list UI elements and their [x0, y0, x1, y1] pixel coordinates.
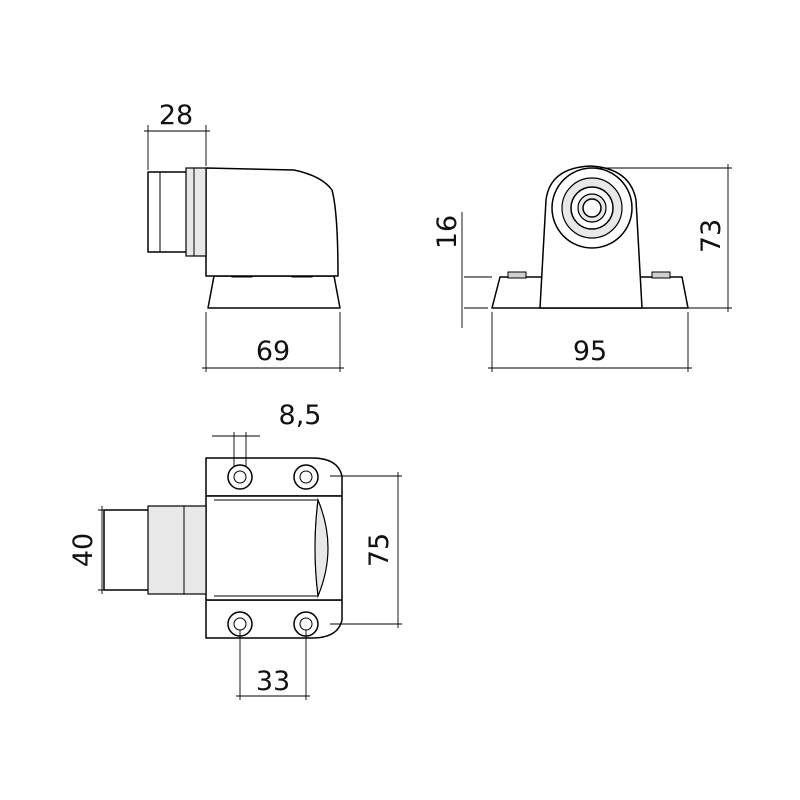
dim-front-base-height: 16: [432, 215, 463, 249]
dim-top-bumper-width: 40: [68, 533, 99, 567]
dim-top-total-length: 75: [364, 533, 395, 567]
dim-front-total-height: 73: [696, 219, 727, 253]
dim-top-hole-diameter: 8,5: [279, 400, 322, 431]
dim-side-base-length: 69: [256, 336, 290, 367]
side-view: [144, 125, 344, 372]
front-view: [461, 164, 732, 372]
top-view: [98, 432, 402, 700]
dim-front-base-width: 95: [573, 336, 607, 367]
dim-side-bumper-width: 28: [159, 100, 193, 131]
dim-top-hole-spacing: 33: [256, 666, 290, 697]
